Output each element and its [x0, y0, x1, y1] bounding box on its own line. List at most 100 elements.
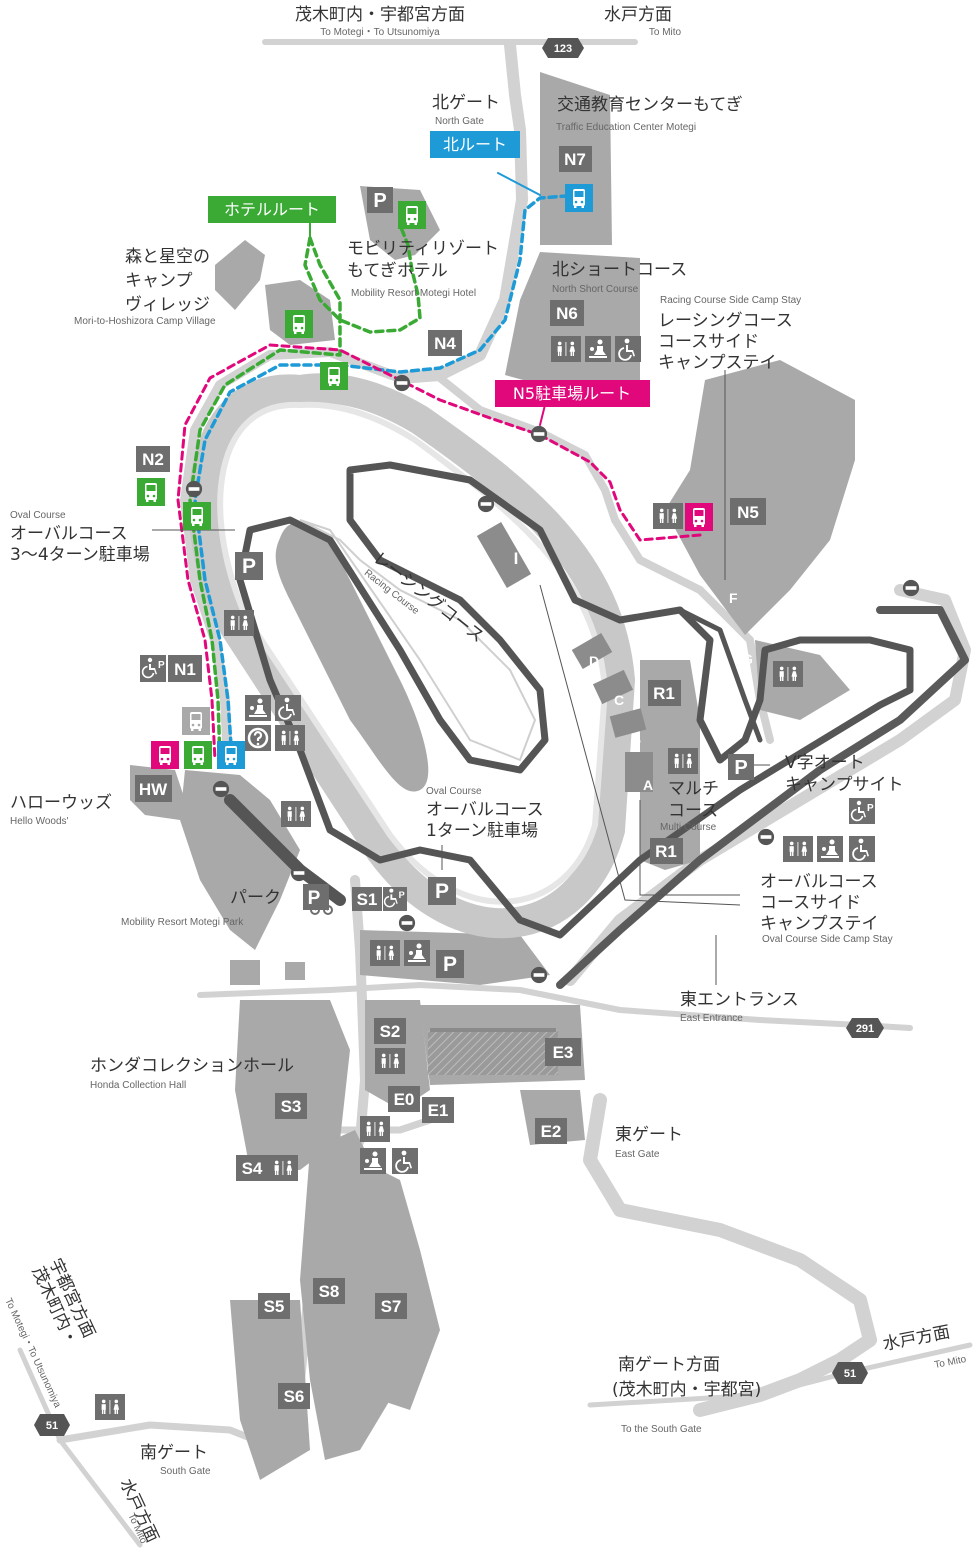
oval-camp-label-en: Oval Course Side Camp Stay — [762, 934, 893, 945]
no-entry-icon — [757, 828, 775, 846]
parking-icon: P — [436, 950, 464, 978]
mito-right-en-rotated: To Mito — [933, 1354, 967, 1371]
route-label-north: 北ルート — [430, 131, 520, 158]
toilet-icon — [370, 940, 400, 966]
r1-lower-box — [650, 838, 683, 864]
oval-camp-label-1: オーバルコース — [760, 872, 878, 892]
multi-label-2: コース — [668, 801, 718, 821]
toilet-icon — [224, 610, 254, 636]
s8-box — [313, 1278, 345, 1304]
east-entrance-label: 東エントランス — [680, 990, 799, 1010]
racing-camp-label-en: Racing Course Side Camp Stay — [660, 295, 801, 306]
e2-label: E2 — [541, 1122, 562, 1141]
camp-village-label-1: 森と星空の — [125, 247, 210, 267]
parking-icons: P P P P P P — [235, 187, 754, 978]
no-entry-icon — [185, 480, 203, 498]
n5-route-line — [176, 343, 702, 762]
bus-icon — [685, 503, 713, 531]
s1-box — [352, 887, 382, 911]
parking-icon: P — [367, 187, 393, 213]
north-short-label: 北ショートコース — [552, 260, 687, 280]
toilet-icon — [360, 1116, 390, 1142]
s2-label: S2 — [380, 1022, 401, 1041]
leader-lines — [152, 370, 770, 985]
corner-d: D — [589, 653, 599, 669]
toilet-icon — [653, 503, 683, 529]
corner-f: F — [729, 590, 738, 606]
east-gate-label: 東ゲート — [615, 1125, 683, 1145]
corner-c: C — [614, 692, 624, 708]
s3-label: S3 — [281, 1097, 302, 1116]
bus-icon — [182, 707, 210, 735]
s4-label: S4 — [242, 1159, 263, 1178]
hotel-route-line — [188, 223, 422, 762]
route-label-hotel: ホテルルート — [208, 196, 336, 223]
building-edge — [430, 1028, 556, 1032]
svg-text:P: P — [373, 190, 386, 212]
v-camp-label-1: V字オート — [785, 753, 865, 773]
top-right-direction-en: To Mito — [649, 27, 682, 38]
bus-icon — [217, 741, 245, 769]
hatched-building — [428, 1030, 558, 1075]
toilet-icon — [668, 748, 698, 774]
n4-box — [428, 330, 462, 356]
n6-box — [550, 300, 584, 326]
toilet-icon — [268, 1155, 298, 1181]
racing-camp-label-3: キャンプステイ — [658, 353, 777, 373]
south-gate-dir-label-1: 南ゲート方面 — [618, 1355, 720, 1375]
bus-icon — [184, 741, 212, 769]
road-51-left-label: 51 — [46, 1420, 58, 1432]
s6-box — [278, 1383, 310, 1409]
south-gate-dir-label-2: (茂木町内・宇都宮) — [612, 1380, 761, 1400]
e0-label: E0 — [394, 1090, 415, 1109]
s8-label: S8 — [319, 1282, 340, 1301]
r1-upper-label: R1 — [653, 684, 675, 703]
no-entry-icon — [477, 495, 495, 513]
n1-label: N1 — [174, 660, 196, 679]
top-left-direction-en: To Motegi・To Utsunomiya — [320, 27, 440, 38]
svg-text:P: P — [308, 888, 321, 909]
s7-label: S7 — [381, 1297, 402, 1316]
no-entry-icon — [290, 864, 308, 882]
svg-text:P: P — [242, 555, 256, 578]
s7-box — [375, 1293, 407, 1319]
no-entry-icon — [530, 966, 548, 984]
corner-g: G — [742, 651, 753, 667]
baby-changing-icon — [245, 695, 271, 721]
south-gate-label-en: South Gate — [160, 1466, 211, 1477]
s2-box — [374, 1018, 406, 1044]
corner-letters: A B C D E F G H — [589, 548, 844, 793]
hw-box — [135, 775, 172, 802]
e3-label: E3 — [553, 1043, 574, 1062]
east-gate-label-en: East Gate — [615, 1149, 660, 1160]
road-badge-123: 123 — [542, 38, 584, 58]
road-51-right-label: 51 — [844, 1368, 856, 1380]
east-entrance-label-en: East Entrance — [680, 1013, 743, 1024]
n2-label: N2 — [142, 450, 164, 469]
oval-34-label-1: オーバルコース — [10, 524, 128, 544]
parking-icon: P — [235, 552, 263, 580]
toilet-icon — [783, 836, 813, 862]
south-left-direction-rotated: 茂木町内・ 宇都宮方面 — [27, 1256, 98, 1350]
parking-icon: P — [428, 877, 456, 905]
s5-label: S5 — [264, 1297, 285, 1316]
toilet-icon — [281, 801, 311, 827]
n4-label: N4 — [434, 334, 456, 353]
no-entry-icon — [902, 579, 920, 597]
n5-label: N5 — [737, 503, 759, 522]
n7-box — [559, 146, 592, 172]
hello-woods-label-en: Hello Woods' — [10, 816, 69, 827]
no-entry-icon — [398, 914, 416, 932]
baby-changing-icon — [817, 836, 843, 862]
hotel-label-2: もてぎホテル — [347, 261, 448, 281]
oval-1-label-en: Oval Course — [426, 786, 482, 797]
road-291-label: 291 — [856, 1023, 874, 1035]
no-entry-icon — [212, 780, 230, 798]
e1-box — [422, 1097, 454, 1123]
wheelchair-icon — [849, 836, 875, 862]
bus-icon — [398, 201, 426, 229]
hotel-route-text: ホテルルート — [224, 200, 320, 219]
baby-changing-icon — [404, 940, 430, 966]
toilet-icon — [95, 1394, 125, 1420]
